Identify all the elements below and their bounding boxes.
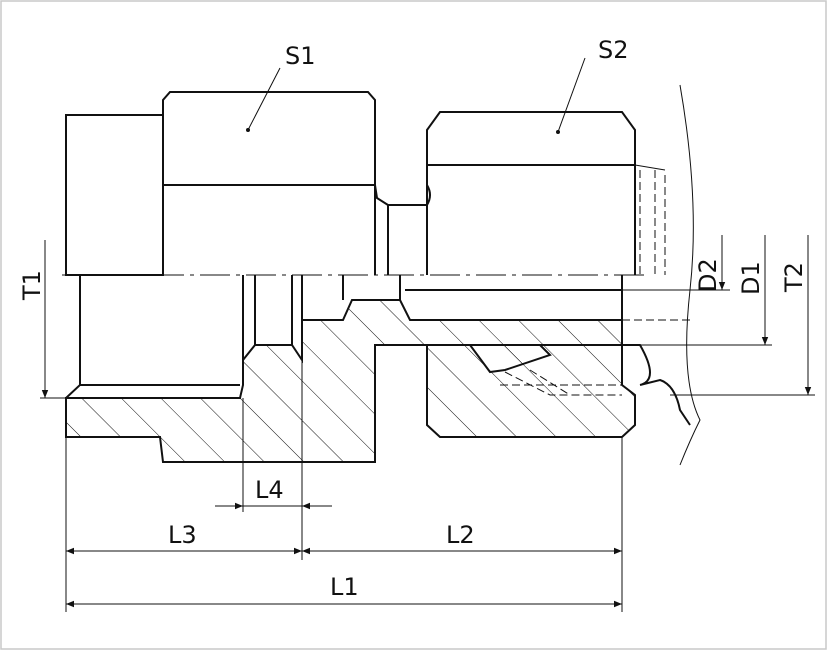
- body-section: [65, 299, 623, 463]
- label-s2: S2: [598, 36, 629, 64]
- s2-leader: [557, 57, 586, 133]
- tube-section: [622, 344, 691, 426]
- section-view: [65, 275, 691, 463]
- s1-leader: [247, 67, 281, 131]
- label-l4: L4: [255, 476, 284, 504]
- label-l2: L2: [446, 521, 475, 549]
- exterior-view: [65, 84, 701, 466]
- neck: [387, 204, 427, 275]
- hex-s1: [162, 91, 389, 275]
- extension-lines: [65, 360, 623, 612]
- label-d1: D1: [737, 261, 765, 295]
- s1-point: [246, 128, 250, 132]
- thread-body: [65, 114, 164, 276]
- tube-break: [634, 84, 701, 466]
- ring-section: [468, 344, 552, 374]
- label-s1: S1: [285, 42, 316, 70]
- s2-point: [556, 130, 560, 134]
- label-t2: T2: [780, 262, 808, 293]
- label-l1: L1: [330, 573, 359, 601]
- nut-section: [426, 344, 636, 438]
- hidden-lines: [500, 319, 690, 396]
- label-l3: L3: [168, 521, 197, 549]
- bore-lines: [65, 275, 623, 399]
- label-d2: D2: [694, 258, 722, 292]
- hex-s2: [426, 111, 636, 275]
- label-t1: T1: [18, 270, 46, 301]
- tube-end: [639, 170, 666, 275]
